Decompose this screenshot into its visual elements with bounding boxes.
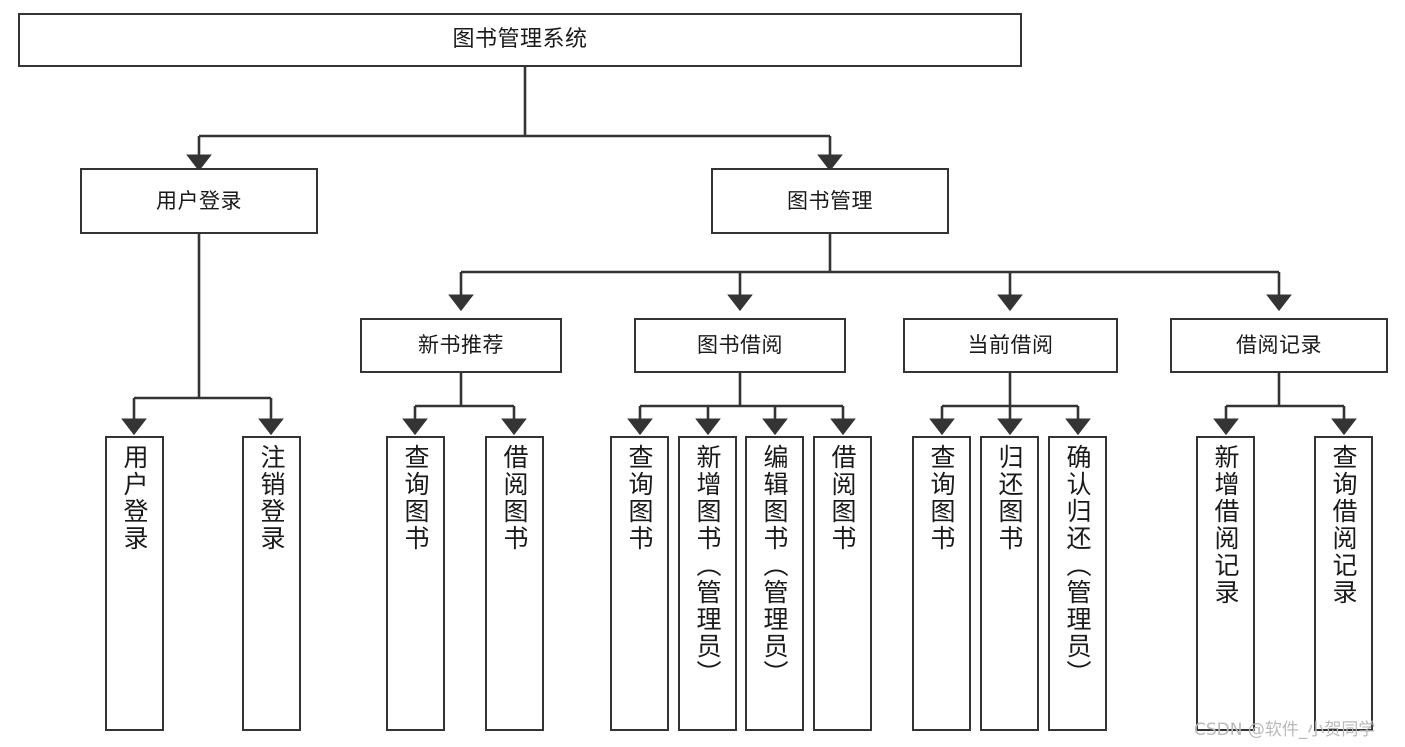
node-book-management[interactable]: 图书管理 [711,168,949,234]
node-label: 查询图书 [927,444,956,552]
node-borrow-record[interactable]: 借阅记录 [1170,318,1388,373]
node-label: 新增借阅记录 [1211,444,1240,606]
node-label: 当前借阅 [967,333,1054,358]
node-label: 确认归还（管理员） [1063,444,1092,687]
csdn-watermark: CSDN @软件_小贺同学 [1194,720,1376,740]
leaf-borrow-record-query[interactable]: 查询借阅记录 [1314,436,1373,731]
leaf-user-login-login[interactable]: 用户登录 [105,436,164,731]
node-current-borrow[interactable]: 当前借阅 [903,318,1118,373]
node-root-system[interactable]: 图书管理系统 [18,13,1022,67]
leaf-book-borrow-edit[interactable]: 编辑图书（管理员） [745,436,804,731]
node-user-login[interactable]: 用户登录 [80,168,318,234]
node-label: 查询借阅记录 [1329,444,1358,606]
node-book-borrow[interactable]: 图书借阅 [634,318,846,373]
leaf-current-borrow-confirm[interactable]: 确认归还（管理员） [1048,436,1107,731]
leaf-current-borrow-return[interactable]: 归还图书 [980,436,1039,731]
leaf-new-books-query[interactable]: 查询图书 [386,436,445,731]
node-label: 查询图书 [401,444,430,552]
leaf-user-login-logout[interactable]: 注销登录 [242,436,301,731]
node-label: 借阅记录 [1236,333,1322,358]
node-label: 归还图书 [995,444,1024,552]
node-label: 注销登录 [257,444,286,552]
node-label: 新书推荐 [418,333,504,358]
leaf-current-borrow-query[interactable]: 查询图书 [912,436,971,731]
leaf-book-borrow-borrow[interactable]: 借阅图书 [813,436,872,731]
node-label: 用户登录 [156,188,242,213]
node-label: 用户登录 [120,444,149,552]
node-label: 借阅图书 [828,444,857,552]
leaf-book-borrow-query[interactable]: 查询图书 [610,436,669,731]
leaf-book-borrow-add[interactable]: 新增图书（管理员） [678,436,737,731]
node-label: 借阅图书 [500,444,529,552]
node-label: 图书借阅 [697,333,783,358]
node-label: 图书管理 [787,188,873,213]
leaf-new-books-borrow[interactable]: 借阅图书 [485,436,544,731]
node-label: 编辑图书（管理员） [760,444,789,687]
node-label: 新增图书（管理员） [693,444,722,687]
node-label: 查询图书 [625,444,654,552]
node-new-book-recommend[interactable]: 新书推荐 [360,318,562,373]
leaf-borrow-record-add[interactable]: 新增借阅记录 [1196,436,1255,731]
node-label: 图书管理系统 [452,27,588,53]
